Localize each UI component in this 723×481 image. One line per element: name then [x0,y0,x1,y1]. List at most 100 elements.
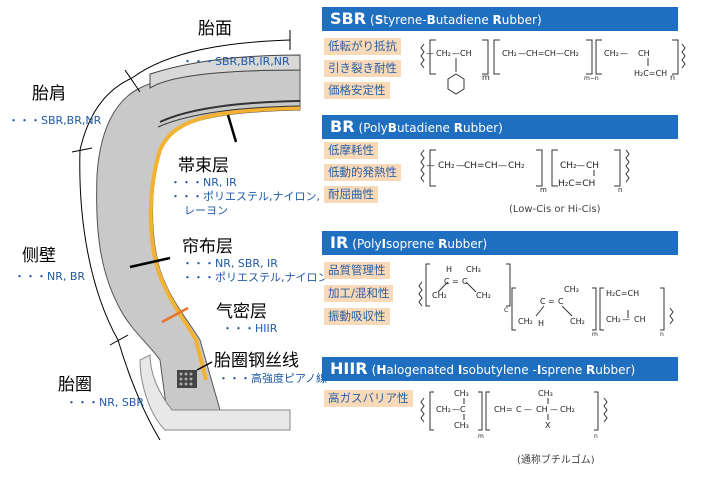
tread-materials: ・・・SBR,BR,IR,NR [182,55,290,68]
hiir-formula: CH₃ CH₂ — C CH₃ m CH = C — CH₃ CH — CH₂ … [420,389,608,440]
sbr-property-3: 価格安定性 [324,82,390,99]
svg-text:CH₃: CH₃ [466,265,481,274]
svg-text:—: — [426,161,435,171]
carcass-label: 帘布层 [182,237,233,257]
bead-arc [117,339,161,441]
svg-text:CH₂: CH₂ [438,161,455,171]
svg-text:CH₃: CH₃ [454,421,469,430]
svg-text:C: C [460,405,466,414]
svg-text:CH₃: CH₃ [454,389,469,398]
svg-text:H₂C=CH: H₂C=CH [634,69,667,78]
svg-text:H₂C=CH: H₂C=CH [558,179,595,189]
sbr-formula: — CH₂ — CH m CH₂ — CH=CH — CH₂ m−n CH₂ —… [420,39,686,95]
ir-property-1: 品質管理性 [324,262,390,279]
svg-text:CH₂: CH₂ [560,161,577,171]
svg-text:—: — [524,405,532,414]
svg-text:CH₂: CH₂ [518,317,533,326]
svg-text:CH: CH [586,161,599,171]
svg-text:m: m [540,186,547,194]
sidewall-label: 侧壁 [22,246,56,266]
svg-text:—: — [576,161,585,171]
sidewall-materials: ・・・NR, BR [14,270,86,283]
sbr-property-1: 低転がり抵抗 [324,38,401,55]
svg-text:CH₂: CH₂ [436,405,451,414]
innerliner-label: 气密层 [216,302,267,322]
carcass-pointer [129,256,171,269]
svg-text:n: n [660,331,664,336]
svg-text:m−n: m−n [584,75,599,82]
ir-formula: H CH₃ C = C CH₂ CH₂ C CH₂ C = C CH₃ H CH… [418,263,674,336]
br-property-1: 低摩耗性 [324,142,378,159]
br-formula: — CH₂ — CH=CH — CH₂ m CH₂ — CH H₂C=CH n [420,149,630,194]
svg-text:C: C [516,405,522,414]
shoulder-materials: ・・・SBR,BR,NR [8,114,102,127]
svg-text:CH: CH [638,49,650,58]
svg-text:n: n [670,73,675,82]
bead-wire-materials: ・・・高強度ピアノ線 [218,372,328,385]
svg-text:H₂C=CH: H₂C=CH [606,289,639,298]
belt-label: 帯束层 [178,156,229,176]
belt-pointer [226,114,238,143]
belt-materials-2: ・・・ポリエステル,ナイロン, [170,190,320,203]
sidewall-arc [79,149,119,341]
svg-text:—: — [498,161,507,171]
svg-text:—: — [452,49,460,58]
svg-text:CH₃: CH₃ [538,389,553,398]
svg-text:CH₂: CH₂ [502,49,517,58]
tire-cross-section [71,30,301,441]
br-property-2: 低動的発熱性 [324,164,401,181]
svg-text:n: n [618,186,622,194]
svg-text:—: — [426,49,434,58]
tread-arc [131,39,291,79]
belt-lines [159,100,301,123]
br-banner: BR(PolyButadiene Rubber) [322,115,678,139]
br-property-3: 耐屈曲性 [324,186,378,203]
svg-text:H: H [446,265,452,274]
svg-text:H: H [538,319,544,328]
svg-text:C: C [462,277,468,286]
hiir-property-1: 高ガスバリア性 [324,390,413,407]
hiir-note: (通称ブチルゴム) [517,455,595,466]
svg-text:—: — [550,405,558,414]
tread-label: 胎面 [198,19,232,39]
svg-text:CH₂: CH₂ [564,49,579,58]
sbr-property-2: 引き裂き耐性 [324,60,401,77]
svg-text:n: n [594,433,598,440]
svg-text:CH₂: CH₂ [508,161,525,171]
bead-materials: ・・・NR, SBR [66,396,145,409]
svg-text:CH: CH [536,405,548,414]
svg-text:CH₂: CH₂ [436,49,451,58]
svg-text:CH=CH: CH=CH [526,49,556,58]
svg-text:—: — [452,405,460,414]
svg-text:C: C [540,297,546,306]
svg-text:m: m [592,331,598,336]
svg-text:CH₂: CH₂ [606,315,621,324]
tread-surface [149,54,301,89]
sbr-banner: SBR(Styrene-Butadiene Rubber) [322,7,678,31]
hiir-banner: HIIR(Halogenated Isobutylene -Isprene Ru… [322,357,678,381]
svg-text:m: m [482,73,490,82]
br-note: (Low-Cis or Hi-Cis) [509,204,601,215]
svg-text:CH₂: CH₂ [476,291,491,300]
svg-text:—: — [456,161,465,171]
svg-text:m: m [478,433,484,440]
svg-text:X: X [545,421,551,430]
svg-text:=: = [506,405,513,414]
svg-text:CH₂: CH₂ [570,317,585,326]
bead-wire-label: 胎圈钢丝线 [214,351,299,371]
svg-text:CH=CH: CH=CH [464,161,498,171]
rim [139,354,291,431]
belt-materials-3: レーヨン [184,204,228,217]
belt-materials-1: ・・・NR, IR [170,176,237,189]
svg-text:CH: CH [460,49,472,58]
svg-text:—: — [622,315,630,324]
svg-text:—: — [556,49,564,58]
svg-text:—: — [518,49,526,58]
shoulder-label: 胎肩 [32,84,66,104]
svg-text:=: = [548,297,555,306]
bead-wire-pointer [196,361,213,371]
svg-text:C: C [558,297,564,306]
svg-text:CH: CH [634,315,646,324]
bead-label: 胎圈 [58,375,92,395]
carcass-materials-1: ・・・NR, SBR, IR [182,257,278,270]
